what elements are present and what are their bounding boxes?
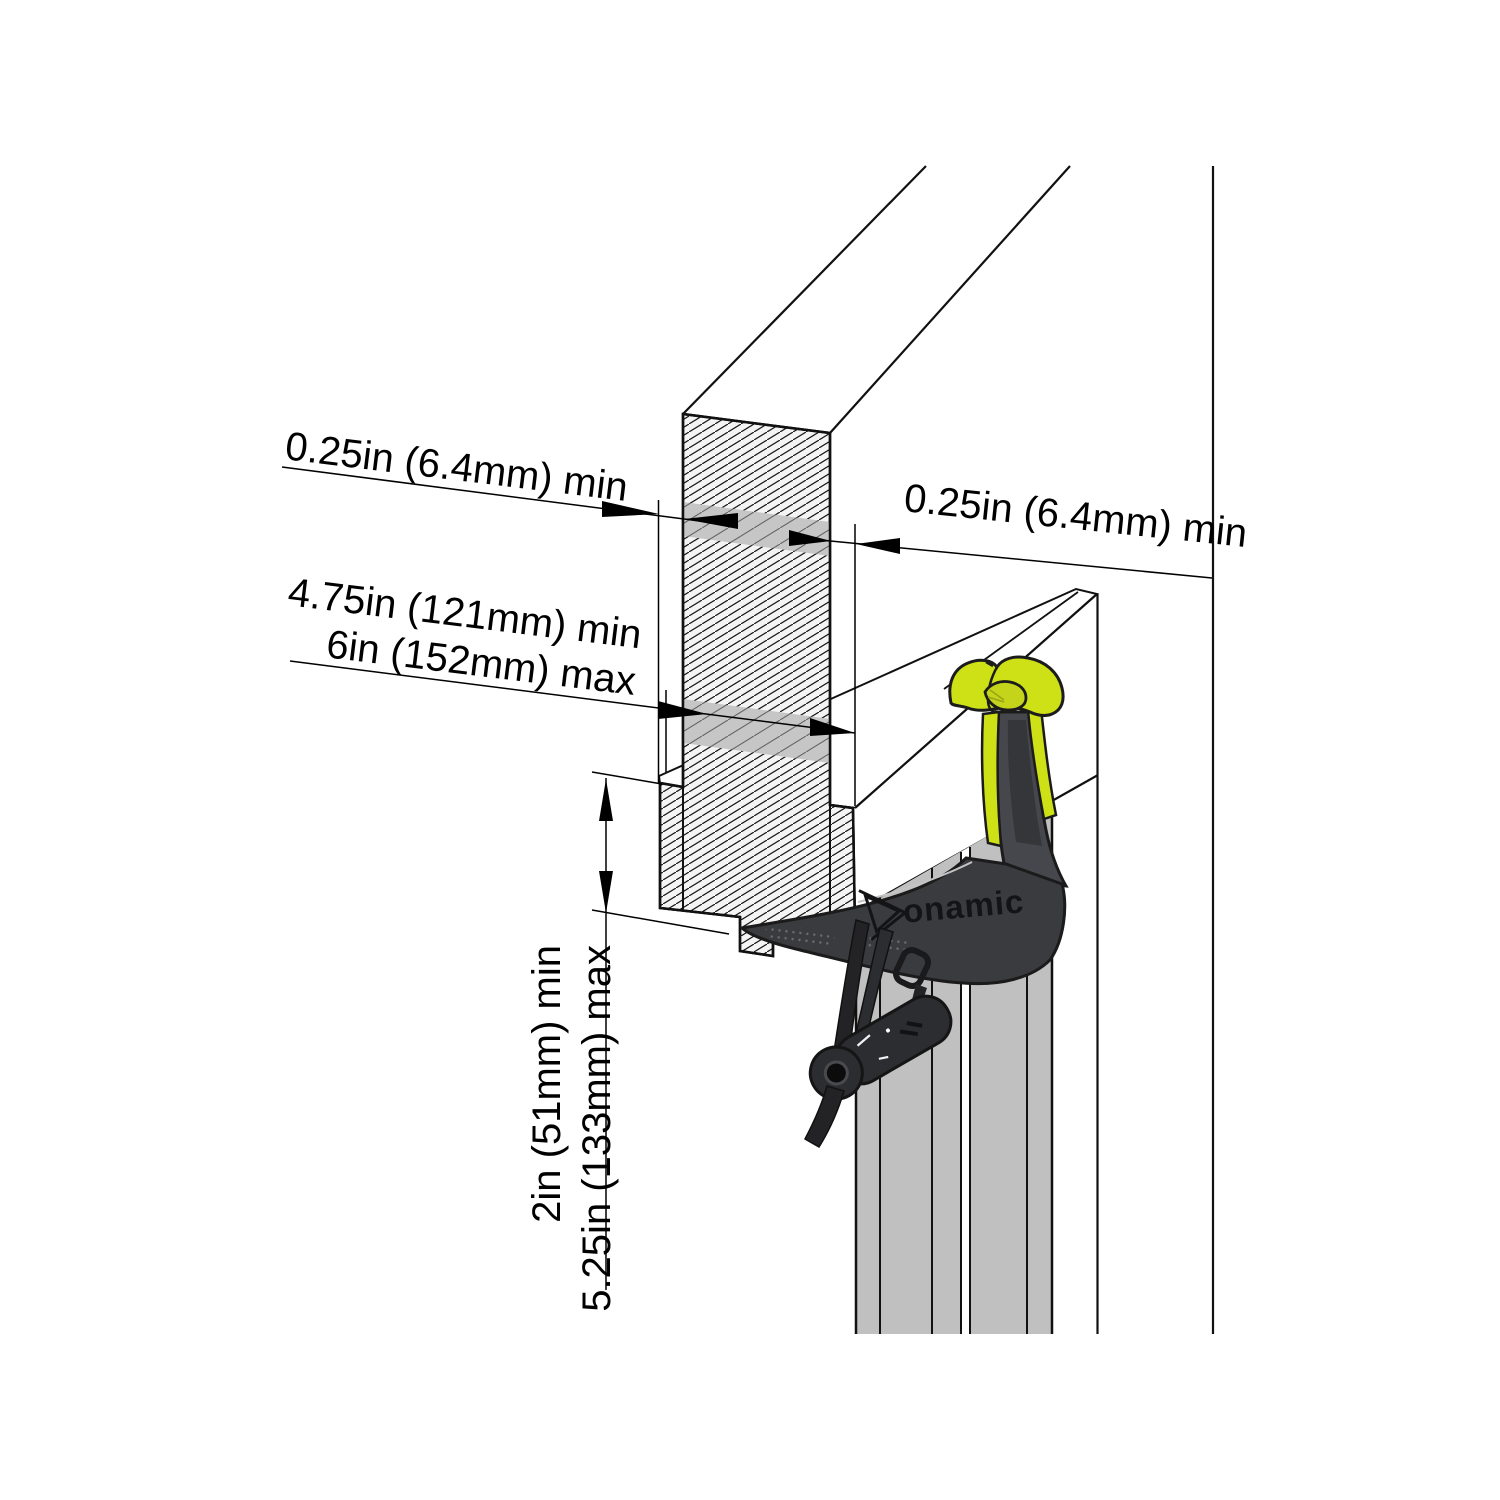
anchor-handle (808, 994, 953, 1101)
cap-opening (983, 680, 1028, 712)
slab-edge (829, 165, 1071, 434)
arrowhead-icon (789, 530, 831, 546)
cap-notch (985, 660, 994, 668)
dim-label-drop-max: 5.25in (133mm) max (575, 945, 619, 1312)
hook-cap (948, 655, 1065, 717)
arrowhead-icon (684, 513, 738, 529)
strap-tail (803, 1085, 845, 1149)
hook-accent-strip-left (980, 710, 1003, 848)
dim-label-top-gap: 0.25in (6.4mm) min (283, 424, 630, 510)
dimension-graphics (281, 466, 1213, 1290)
slab-top-face (683, 166, 1070, 433)
extension-tick (591, 771, 663, 785)
dimension-line (289, 660, 856, 734)
clearance-band-lower (683, 699, 830, 763)
dim-depth (289, 660, 856, 736)
handle-marks (899, 1021, 923, 1037)
extension-tick (591, 909, 730, 935)
hook-stem-shade (1007, 720, 1042, 846)
hatch-face (658, 412, 857, 958)
strap-link (892, 947, 932, 989)
cap-opening-shade (987, 689, 1005, 703)
handle-highlight (856, 1034, 889, 1060)
arrowhead-icon (602, 501, 659, 517)
jaw-texture (764, 926, 836, 946)
dim-drop (591, 771, 730, 1290)
handle-ring-hole (823, 1060, 849, 1086)
dim-label-right-gap: 0.25in (6.4mm) min (902, 476, 1249, 556)
door-anchor-hook: onamic (738, 655, 1069, 1149)
handle-highlight (885, 1028, 890, 1033)
dim-top-gap (281, 466, 739, 529)
dim-right-gap (788, 530, 1213, 579)
arrowhead-icon (599, 871, 613, 913)
arrowhead-icon (599, 779, 613, 821)
arrowhead-icon (856, 538, 900, 554)
dimension-line (281, 466, 739, 527)
arrowhead-icon (810, 718, 855, 736)
arrowhead-icon (658, 701, 707, 719)
hook-accent-strip-right (1026, 706, 1058, 821)
dim-label-drop-min: 2in (51mm) min (525, 945, 569, 1223)
slab-edge (682, 165, 927, 415)
band-hatch (683, 699, 830, 763)
